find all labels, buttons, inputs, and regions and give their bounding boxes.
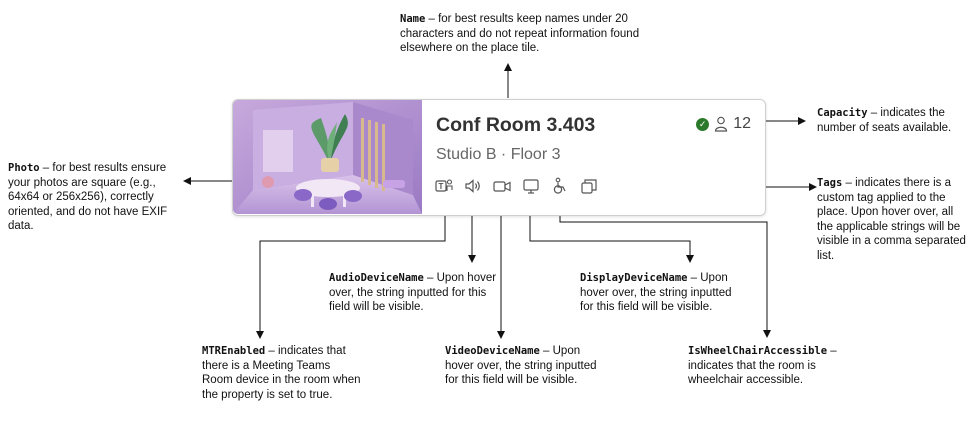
note-video: VideoDeviceName – Upon hover over, the s… xyxy=(445,345,597,386)
capacity-count: 12 xyxy=(733,115,751,132)
mtr-callout-line xyxy=(256,202,446,339)
capacity-indicator: ✓ 12 xyxy=(696,115,751,133)
room-name: Conf Room 3.403 xyxy=(436,114,596,136)
device-icons: T xyxy=(434,177,608,197)
note-name: Name – for best results keep names under… xyxy=(400,13,640,54)
speaker-icon[interactable] xyxy=(463,177,492,197)
room-photo xyxy=(233,100,422,214)
room-location: Studio B · Floor 3 xyxy=(436,146,561,163)
video-camera-icon[interactable] xyxy=(492,177,521,197)
svg-text:T: T xyxy=(439,182,444,191)
tag-icon[interactable] xyxy=(579,177,608,197)
note-tags: Tags – indicates there is a custom tag a… xyxy=(817,177,966,262)
person-icon xyxy=(715,116,728,132)
note-wheelchair: IsWheelChairAccessible – indicates that … xyxy=(688,345,837,386)
place-tile[interactable]: Conf Room 3.403 Studio B · Floor 3 ✓ 12 … xyxy=(232,99,766,216)
note-mtr: MTREnabled – indicates that there is a M… xyxy=(202,345,361,401)
note-audio: AudioDeviceName – Upon hover over, the s… xyxy=(329,272,497,313)
note-photo: Photo – for best results ensure your pho… xyxy=(8,162,168,232)
note-display: DisplayDeviceName – Upon hover over, the… xyxy=(580,272,732,313)
teams-room-icon[interactable]: T xyxy=(434,177,463,197)
wheelchair-callout-line xyxy=(559,202,771,338)
wheelchair-icon[interactable] xyxy=(550,177,579,197)
note-capacity: Capacity – indicates the number of seats… xyxy=(817,107,952,134)
display-icon[interactable] xyxy=(521,177,550,197)
display-callout-line xyxy=(529,202,694,263)
available-check-icon: ✓ xyxy=(696,117,710,131)
